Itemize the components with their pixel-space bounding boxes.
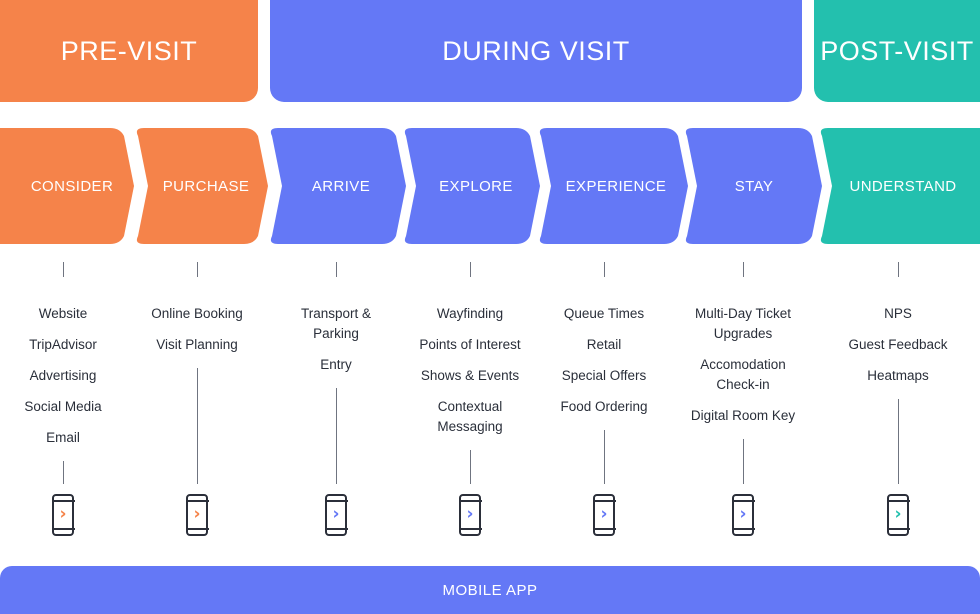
chevron-consider <box>0 128 134 244</box>
step-label-understand: UNDERSTAND <box>849 177 957 195</box>
mobile-phone-icon: › <box>51 494 75 536</box>
chevron-purchase <box>136 128 268 244</box>
mobile-phone-icon: › <box>592 494 616 536</box>
list-item: Food Ordering <box>560 399 648 414</box>
mobile-app-bar: MOBILE APP <box>0 566 980 614</box>
mobile-app-label: MOBILE APP <box>442 581 538 599</box>
step-label-explore: EXPLORE <box>439 177 513 195</box>
phase-post-visit: POST-VISIT <box>814 0 980 102</box>
list-item: Heatmaps <box>867 368 929 383</box>
list-item: Social Media <box>24 399 102 414</box>
chevron-right-icon: › <box>600 504 608 524</box>
mobile-phone-icon: › <box>731 494 755 536</box>
list-item: Retail <box>586 337 622 352</box>
chevron-right-icon: › <box>332 504 340 524</box>
list-item: Guest Feedback <box>848 337 948 352</box>
mobile-phone-icon: › <box>324 494 348 536</box>
mobile-phone-icon: › <box>886 494 910 536</box>
connector-line <box>743 439 744 484</box>
list-item: Transport &Parking <box>300 306 372 341</box>
step-label-purchase: PURCHASE <box>162 177 250 195</box>
connector-line <box>470 450 471 484</box>
connector-line <box>743 262 744 277</box>
connector-line <box>898 262 899 277</box>
phase-pre-visit: PRE-VISIT <box>0 0 258 102</box>
connector-line <box>63 262 64 277</box>
chevron-arrive <box>270 128 406 244</box>
list-item: Special Offers <box>561 368 647 383</box>
list-item: Advertising <box>29 368 97 383</box>
list-item: TripAdvisor <box>29 337 97 352</box>
chevron-right-icon: › <box>739 504 747 524</box>
step-label-stay: STAY <box>734 177 774 195</box>
phase-label: POST-VISIT <box>820 35 974 66</box>
list-item: Wayfinding <box>436 306 504 321</box>
chevron-explore <box>404 128 540 244</box>
list-item: Entry <box>320 357 352 372</box>
chevron-stay <box>685 128 822 244</box>
list-item: Online Booking <box>151 306 243 321</box>
chevron-right-icon: › <box>894 504 902 524</box>
list-item: Visit Planning <box>156 337 238 352</box>
connector-line <box>336 388 337 484</box>
list-item: Points of Interest <box>419 337 521 352</box>
connector-line <box>197 368 198 484</box>
connector-line <box>336 262 337 277</box>
chevron-right-icon: › <box>466 504 474 524</box>
chevron-right-icon: › <box>193 504 201 524</box>
mobile-phone-icon: › <box>185 494 209 536</box>
list-item: Website <box>38 306 88 321</box>
list-item: Email <box>46 430 80 445</box>
phase-during-visit: DURING VISIT <box>270 0 802 102</box>
connector-line <box>470 262 471 277</box>
connector-line <box>63 461 64 484</box>
list-item: Digital Room Key <box>690 408 796 423</box>
step-label-consider: CONSIDER <box>30 177 114 195</box>
phase-label: PRE-VISIT <box>60 35 198 66</box>
phase-label: DURING VISIT <box>442 35 630 66</box>
list-item: Queue Times <box>563 306 645 321</box>
chevron-row <box>0 128 980 244</box>
list-item: Shows & Events <box>420 368 520 383</box>
connector-line <box>604 262 605 277</box>
list-item: NPS <box>884 306 912 321</box>
journey-steps <box>0 128 980 244</box>
chevron-right-icon: › <box>59 504 67 524</box>
connector-line <box>898 399 899 484</box>
connector-line <box>197 262 198 277</box>
connector-line <box>604 430 605 484</box>
step-label-experience: EXPERIENCE <box>565 177 667 195</box>
chevron-experience <box>539 128 688 244</box>
step-label-arrive: ARRIVE <box>311 177 371 195</box>
chevron-understand <box>820 128 980 244</box>
mobile-phone-icon: › <box>458 494 482 536</box>
